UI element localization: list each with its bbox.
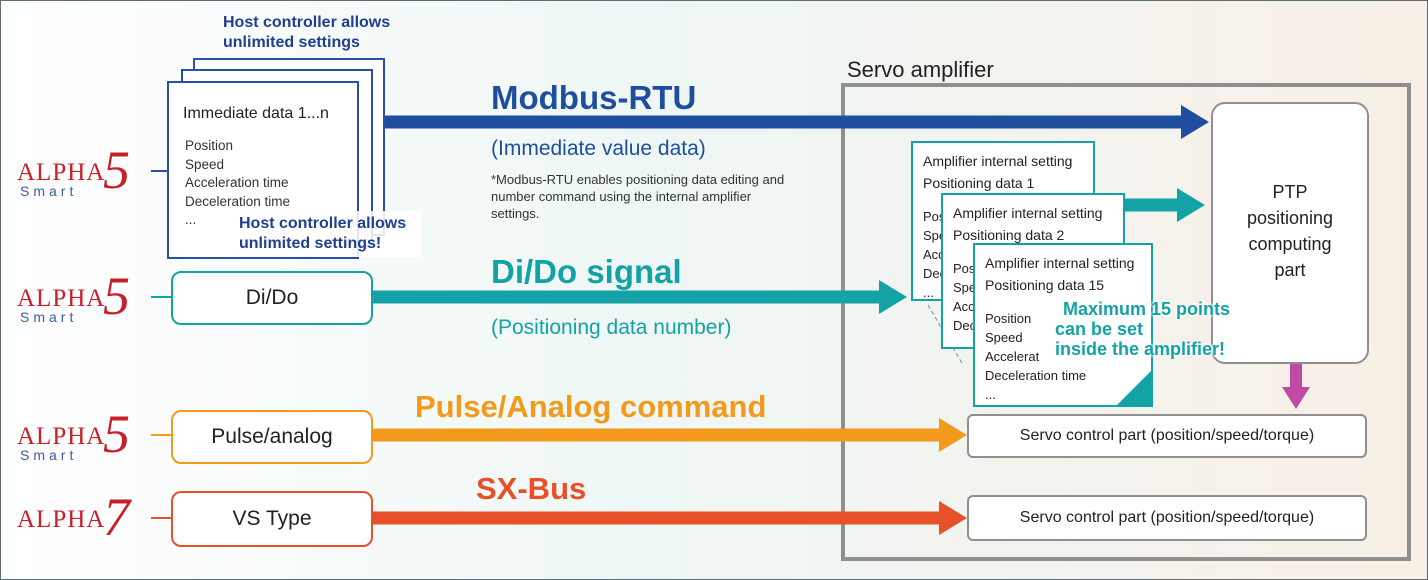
ptp-label-line: computing xyxy=(1248,234,1332,254)
amp-page-heading: Amplifier internal setting xyxy=(923,153,1073,169)
modbus-rtu-subtitle: (Immediate value data) xyxy=(491,137,706,160)
ptp-computing-part-box: PTP positioning computing part xyxy=(1211,102,1369,364)
host-doc-item: Speed xyxy=(185,156,225,172)
amp-page-field: Acc xyxy=(953,299,975,314)
caption-line: unlimited settings xyxy=(223,34,360,51)
host-doc-item: Acceleration time xyxy=(185,175,289,190)
logo-subtitle: Smart xyxy=(20,183,78,199)
host-caption-top: Host controller allows unlimited setting… xyxy=(223,13,390,53)
dido-box: Di/Do xyxy=(171,271,373,325)
amp-page-field: Spe xyxy=(953,280,977,295)
alpha5-smart-logo: ALPHA 5 Smart xyxy=(17,140,157,200)
amp-page-field: Accelerat xyxy=(985,349,1040,364)
alpha7-logo: ALPHA 7 xyxy=(17,487,157,547)
pulse-analog-title: Pulse/Analog command xyxy=(415,389,767,424)
amp-page-subheading: Positioning data 1 xyxy=(923,175,1035,191)
amp-page-field: Spe xyxy=(923,228,947,243)
alpha5-smart-logo: ALPHA 5 Smart xyxy=(17,266,157,326)
logo-subtitle: Smart xyxy=(20,447,78,463)
modbus-arrow-head xyxy=(1181,105,1209,139)
callout-line: can be set xyxy=(1055,319,1144,339)
alpha5-smart-logo: ALPHA 5 Smart xyxy=(17,404,157,464)
modbus-rtu-note: *Modbus-RTU enables positioning data edi… xyxy=(491,172,785,221)
dashed-guide-line xyxy=(927,304,964,366)
amp-setting-page-15: Amplifier internal setting Positioning d… xyxy=(973,243,1153,407)
sxbus-title: SX-Bus xyxy=(476,471,587,506)
pulse-analog-box: Pulse/analog xyxy=(171,410,373,464)
amp-page-subheading: Positioning data 2 xyxy=(953,227,1065,243)
caption-line: unlimited settings! xyxy=(239,235,382,252)
logo-number: 5 xyxy=(103,404,130,464)
dido-arrow-head xyxy=(879,280,907,314)
caption-line: Host controller allows xyxy=(239,215,407,232)
ptp-label-line: part xyxy=(1274,260,1306,280)
host-doc-item: ... xyxy=(185,212,197,227)
logo-wordmark: ALPHA xyxy=(17,506,106,533)
amp-page-field: Deceleration time xyxy=(985,368,1087,383)
amp-page-field: ... xyxy=(953,337,964,349)
callout-line: inside the amplifier! xyxy=(1055,339,1226,359)
logo-number: 5 xyxy=(103,140,130,200)
servo-control-part-box: Servo control part (position/speed/torqu… xyxy=(967,414,1367,458)
ptp-down-arrow-head xyxy=(1282,387,1310,409)
logo-wordmark: ALPHA xyxy=(17,423,106,450)
amp-page-heading: Amplifier internal setting xyxy=(953,205,1103,221)
page-fold-corner xyxy=(1117,371,1151,405)
sxbus-arrow-head xyxy=(939,501,967,535)
callout-line: Maximum 15 points xyxy=(1063,299,1231,319)
logo-number: 5 xyxy=(103,266,130,326)
caption-line: Host controller allows xyxy=(223,14,391,31)
amp-page-field: ... xyxy=(923,285,934,300)
dido-signal-title: Di/Do signal xyxy=(491,253,682,290)
max-points-callout: Maximum 15 points can be set inside the … xyxy=(1055,299,1230,359)
logo-number: 7 xyxy=(103,487,130,547)
host-caption-inner: Host controller allows unlimited setting… xyxy=(233,211,421,257)
amp-page-field: Pos xyxy=(953,261,976,276)
amp-to-ptp-arrow-head xyxy=(1177,188,1205,222)
dido-signal-subtitle: (Positioning data number) xyxy=(491,316,732,339)
host-doc-item: Position xyxy=(185,138,234,153)
host-doc-item: Deceleration time xyxy=(185,193,291,209)
amp-page-subheading: Positioning data 15 xyxy=(985,277,1105,293)
amp-page-field: Position xyxy=(985,311,1032,326)
host-doc-title: Immediate data 1...n xyxy=(183,105,329,122)
logo-wordmark: ALPHA xyxy=(17,285,106,312)
logo-wordmark: ALPHA xyxy=(17,159,106,186)
amp-page-heading: Amplifier internal setting xyxy=(985,255,1135,271)
servo-control-part-box: Servo control part (position/speed/torqu… xyxy=(967,495,1367,541)
vs-type-box: VS Type xyxy=(171,491,373,547)
amp-page-field: ... xyxy=(985,387,996,402)
ptp-label-line: positioning xyxy=(1246,208,1334,228)
servo-amplifier-label: Servo amplifier xyxy=(847,57,994,82)
pulse-arrow-head xyxy=(939,418,967,452)
ptp-label-line: PTP xyxy=(1272,182,1308,202)
servo-amplifier-frame xyxy=(841,83,1411,561)
modbus-rtu-title: Modbus-RTU xyxy=(491,79,697,116)
amp-page-field: Dec xyxy=(953,318,977,333)
logo-subtitle: Smart xyxy=(20,309,78,325)
amp-page-field: Speed xyxy=(985,330,1023,345)
